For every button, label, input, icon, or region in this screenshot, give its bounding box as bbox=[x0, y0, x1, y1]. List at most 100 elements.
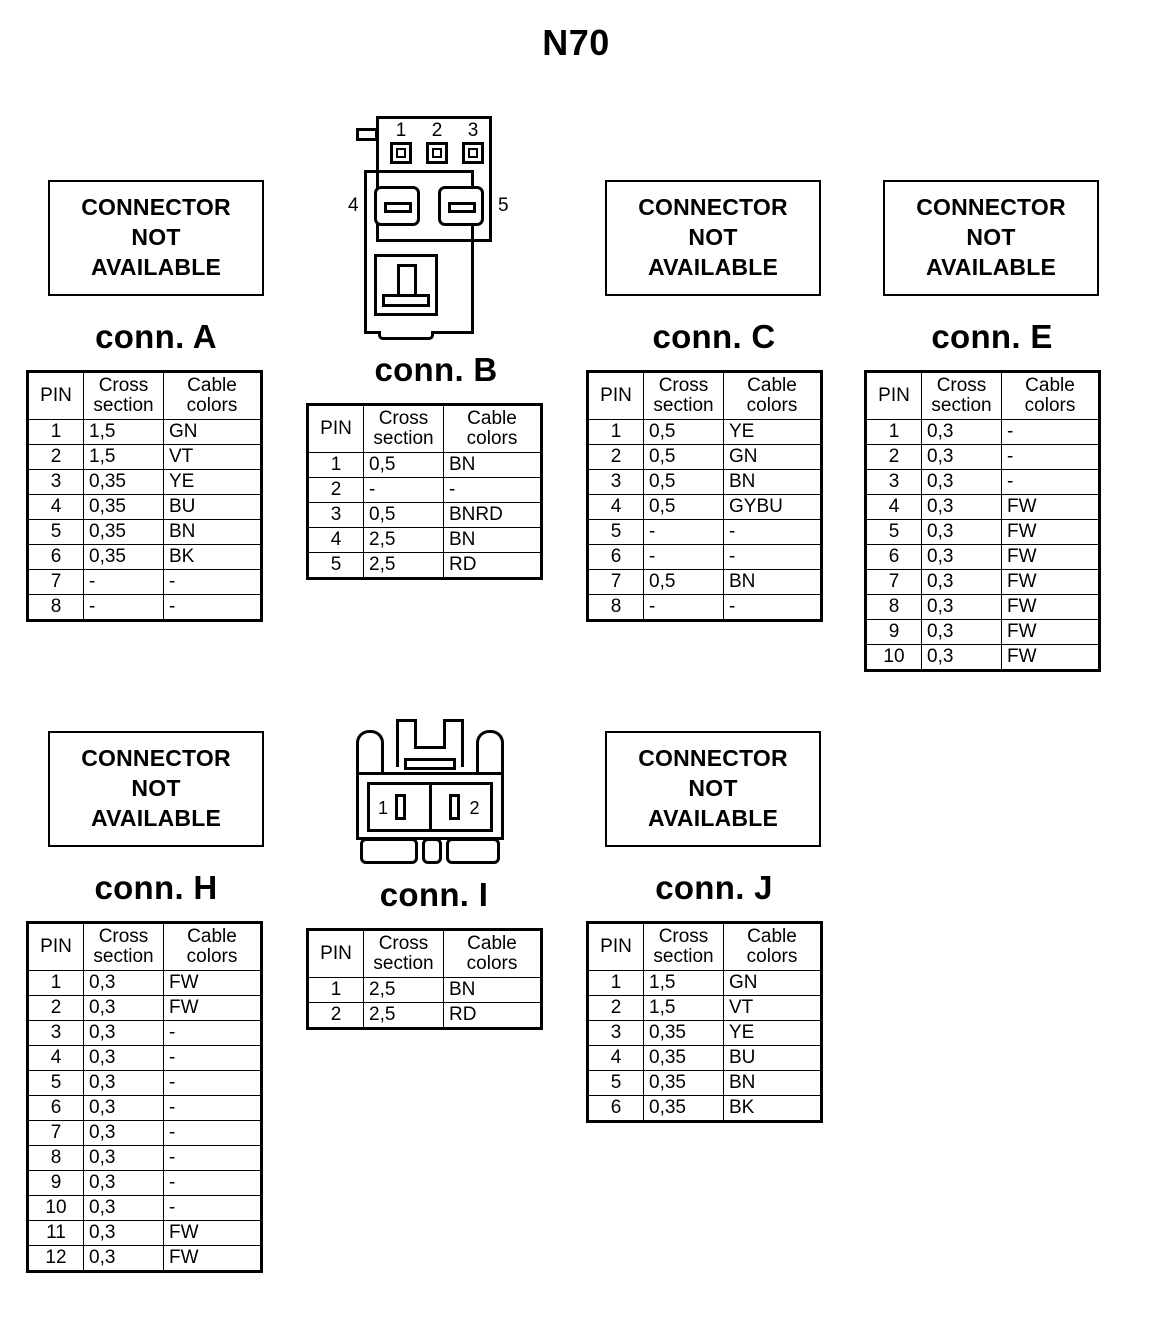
cell-cable-color: - bbox=[443, 477, 541, 503]
column-header-pin: PIN bbox=[308, 405, 364, 453]
connector-not-available-box: CONNECTOR NOT AVAILABLE bbox=[48, 180, 264, 296]
column-header-pin: PIN bbox=[28, 923, 84, 971]
cell-cross-section: 0,3 bbox=[921, 544, 1002, 570]
cell-pin: 6 bbox=[28, 1095, 84, 1121]
cell-pin: 1 bbox=[588, 970, 644, 996]
connector-caption: conn. H bbox=[94, 869, 218, 906]
cell-cable-color: YE bbox=[723, 1020, 821, 1046]
cell-cable-color: - bbox=[1001, 469, 1099, 495]
cell-pin: 10 bbox=[866, 644, 922, 670]
connector-caption: conn. B bbox=[374, 351, 498, 388]
na-line-2: NOT bbox=[131, 224, 181, 251]
cell-cable-color: BN bbox=[723, 1070, 821, 1096]
cell-pin: 12 bbox=[28, 1245, 84, 1271]
connector-not-available-box: CONNECTOR NOT AVAILABLE bbox=[605, 731, 821, 847]
cell-pin: 3 bbox=[308, 502, 364, 528]
connector-b-drawing: 1 2 3 4 5 bbox=[348, 110, 524, 345]
cell-pin: 8 bbox=[866, 594, 922, 620]
connector-not-available-box: CONNECTOR NOT AVAILABLE bbox=[883, 180, 1099, 296]
cell-pin: 2 bbox=[588, 444, 644, 470]
cell-cable-color: GN bbox=[723, 970, 821, 996]
cell-pin: 6 bbox=[588, 544, 644, 570]
cell-pin: 4 bbox=[588, 1045, 644, 1071]
cell-cross-section: 0,35 bbox=[643, 1020, 724, 1046]
cell-cross-section: 0,5 bbox=[643, 469, 724, 495]
connector-i-pin-label-1: 1 bbox=[378, 798, 389, 818]
cell-cross-section: 1,5 bbox=[83, 419, 164, 445]
cell-cable-color: BN bbox=[723, 569, 821, 595]
cell-pin: 4 bbox=[308, 527, 364, 553]
cell-cross-section: 0,3 bbox=[83, 1170, 164, 1196]
cell-cross-section: 0,5 bbox=[643, 419, 724, 445]
column-header-pin: PIN bbox=[588, 923, 644, 971]
connector-i-latch-notch bbox=[414, 719, 446, 749]
cell-cable-color: - bbox=[163, 1070, 261, 1096]
cell-cross-section: 1,5 bbox=[83, 444, 164, 470]
cell-cross-section: 2,5 bbox=[363, 1002, 444, 1028]
cell-pin: 2 bbox=[866, 444, 922, 470]
cell-cross-section: - bbox=[643, 519, 724, 545]
na-line-2: NOT bbox=[966, 224, 1016, 251]
cell-cable-color: FW bbox=[1001, 569, 1099, 595]
connector-caption: conn. E bbox=[931, 318, 1053, 355]
cell-cross-section: 0,3 bbox=[921, 569, 1002, 595]
cell-cable-color: FW bbox=[163, 995, 261, 1021]
connector-i-cavity-2: 2 bbox=[432, 785, 491, 829]
cell-pin: 3 bbox=[588, 469, 644, 495]
cell-cable-color: GN bbox=[723, 444, 821, 470]
connector-b-upper-shell bbox=[376, 116, 492, 242]
cell-cable-color: - bbox=[163, 1020, 261, 1046]
cell-pin: 3 bbox=[28, 1020, 84, 1046]
cell-pin: 2 bbox=[588, 995, 644, 1021]
cell-cable-color: BK bbox=[723, 1095, 821, 1121]
connector-b-cable-boot bbox=[378, 331, 434, 340]
cell-cross-section: - bbox=[643, 594, 724, 620]
cell-cross-section: 0,5 bbox=[363, 502, 444, 528]
connector-i-side-ear-right bbox=[476, 730, 504, 776]
cell-pin: 5 bbox=[28, 519, 84, 545]
cell-cable-color: BN bbox=[443, 977, 541, 1003]
cell-cable-color: BN bbox=[723, 469, 821, 495]
cell-cable-color: GYBU bbox=[723, 494, 821, 520]
cell-cross-section: 0,3 bbox=[83, 1070, 164, 1096]
cell-pin: 1 bbox=[28, 970, 84, 996]
cell-pin: 11 bbox=[28, 1220, 84, 1246]
cell-cross-section: 0,3 bbox=[83, 1220, 164, 1246]
cell-pin: 2 bbox=[28, 444, 84, 470]
cell-cable-color: FW bbox=[1001, 644, 1099, 670]
cell-cross-section: 0,3 bbox=[83, 1195, 164, 1221]
cell-pin: 5 bbox=[588, 1070, 644, 1096]
cell-cross-section: 0,5 bbox=[643, 494, 724, 520]
